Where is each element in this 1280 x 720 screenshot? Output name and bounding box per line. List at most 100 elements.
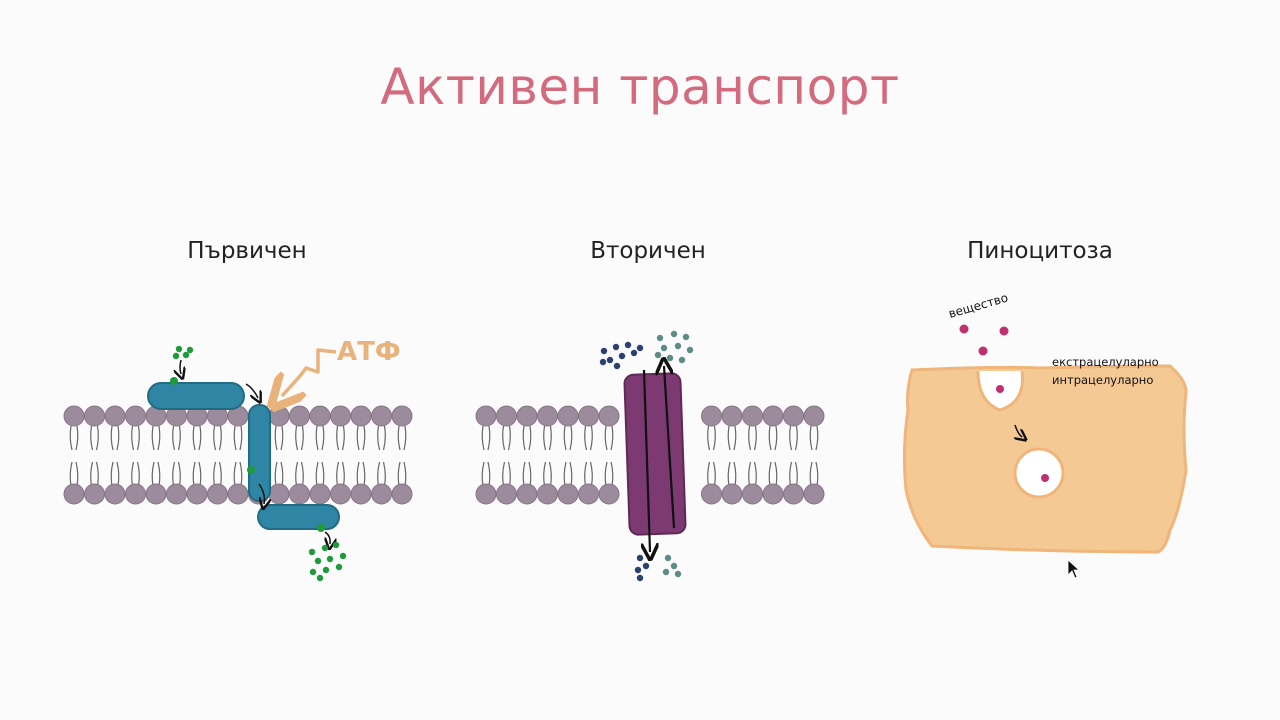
- molecule-dot: [606, 356, 614, 364]
- molecule-cluster-bottom: [308, 541, 347, 582]
- lipid-head: [701, 405, 722, 427]
- arrow-icon: [325, 531, 330, 544]
- lipid-tail: [563, 425, 573, 451]
- molecule-cluster-top: [172, 345, 194, 360]
- lipid-head: [701, 483, 722, 505]
- molecule-dot: [339, 552, 347, 560]
- particle: [978, 346, 988, 356]
- molecule-dot: [634, 566, 642, 574]
- molecule-dot: [599, 358, 607, 366]
- lipid-head: [578, 483, 599, 505]
- molecule-dot: [335, 563, 343, 571]
- lipid-head: [84, 405, 105, 427]
- molecule-dot: [642, 562, 650, 570]
- lipid-tail: [172, 425, 181, 451]
- molecule-dot: [662, 568, 670, 576]
- lipid-tail: [768, 461, 778, 487]
- particle: [959, 324, 969, 334]
- lipid-tail: [543, 425, 552, 451]
- membrane-secondary: [475, 405, 825, 505]
- down-arrow-icon: [644, 369, 650, 552]
- lipid-head: [742, 483, 763, 505]
- lipid-head: [598, 483, 620, 505]
- lipid-head: [268, 405, 290, 427]
- lipid-head: [496, 405, 517, 427]
- lipid-tail: [707, 461, 716, 487]
- lipid-head: [145, 483, 167, 505]
- lipid-tail: [172, 461, 181, 487]
- lipid-head: [63, 483, 85, 505]
- lipid-head: [783, 483, 804, 505]
- lipid-head: [598, 405, 620, 427]
- lipid-tail: [233, 461, 243, 487]
- pump-outer-domain: [147, 382, 245, 410]
- lipid-head: [350, 483, 372, 505]
- lipid-tail: [789, 461, 798, 487]
- lipid-tail: [356, 425, 366, 451]
- lipid-tail: [192, 461, 202, 487]
- lipid-tail: [397, 425, 407, 451]
- arrow-icon: [259, 483, 264, 504]
- lipid-head: [537, 483, 558, 505]
- lipid-tail: [377, 425, 386, 451]
- particle-in-vesicle: [1041, 474, 1049, 482]
- molecule-dot: [636, 344, 644, 352]
- label-secondary: Вторичен: [590, 238, 706, 264]
- lipid-tail: [274, 425, 284, 451]
- molecule-dot: [613, 362, 621, 370]
- lipid-tail: [727, 461, 737, 487]
- lipid-head: [289, 483, 310, 505]
- lipid-head: [268, 483, 290, 505]
- lipid-tail: [356, 461, 366, 487]
- vesicle: [1013, 447, 1065, 499]
- lipid-head: [391, 483, 413, 505]
- lipid-head: [207, 483, 228, 505]
- ion-cluster-bottom: [634, 554, 650, 582]
- lipid-tail: [233, 425, 243, 451]
- lipid-tail: [295, 461, 304, 487]
- lipid-tail: [522, 425, 532, 451]
- lipid-tail: [707, 425, 716, 451]
- lipid-tail: [151, 461, 161, 487]
- molecule-dot: [624, 341, 632, 349]
- lipid-tail: [748, 425, 757, 451]
- molecule-dot: [332, 541, 340, 549]
- lipid-tail: [90, 461, 99, 487]
- lipid-tail: [584, 461, 593, 487]
- lipid-head: [803, 405, 825, 427]
- lipid-head: [84, 483, 105, 505]
- lipid-tail: [543, 461, 552, 487]
- molecule-dot: [314, 557, 322, 565]
- arrow-icon: [180, 359, 181, 374]
- molecule-dot: [600, 347, 608, 355]
- lipid-tail: [213, 461, 222, 487]
- molecule-dot: [316, 574, 324, 582]
- extracellular-label: екстрацелуларно: [1052, 355, 1159, 369]
- lipid-head: [330, 483, 351, 505]
- lipid-head: [516, 405, 538, 427]
- lipid-head: [104, 405, 126, 427]
- lipid-head: [721, 483, 743, 505]
- molecule-dot: [308, 548, 316, 556]
- lipid-tail: [809, 461, 819, 487]
- lipid-tail: [90, 425, 99, 451]
- membrane-primary: [63, 405, 413, 505]
- lipid-tail: [315, 461, 325, 487]
- lipid-head: [537, 405, 558, 427]
- lipid-tail: [110, 461, 120, 487]
- transit-molecule: [247, 466, 255, 474]
- lipid-head: [803, 483, 825, 505]
- molecule-dot: [612, 343, 620, 351]
- molecule-dot: [674, 342, 682, 350]
- lipid-head: [309, 483, 331, 505]
- substance-cluster-top: [654, 330, 694, 364]
- molecule-dot: [182, 351, 190, 359]
- mouse-cursor-icon: [1067, 559, 1081, 579]
- lipid-tail: [192, 425, 202, 451]
- molecule-dot: [172, 352, 180, 360]
- molecule-dot: [654, 351, 662, 359]
- lipid-tail: [377, 461, 386, 487]
- lipid-head: [371, 405, 392, 427]
- arrow-icon: [245, 383, 258, 398]
- lipid-tail: [336, 461, 345, 487]
